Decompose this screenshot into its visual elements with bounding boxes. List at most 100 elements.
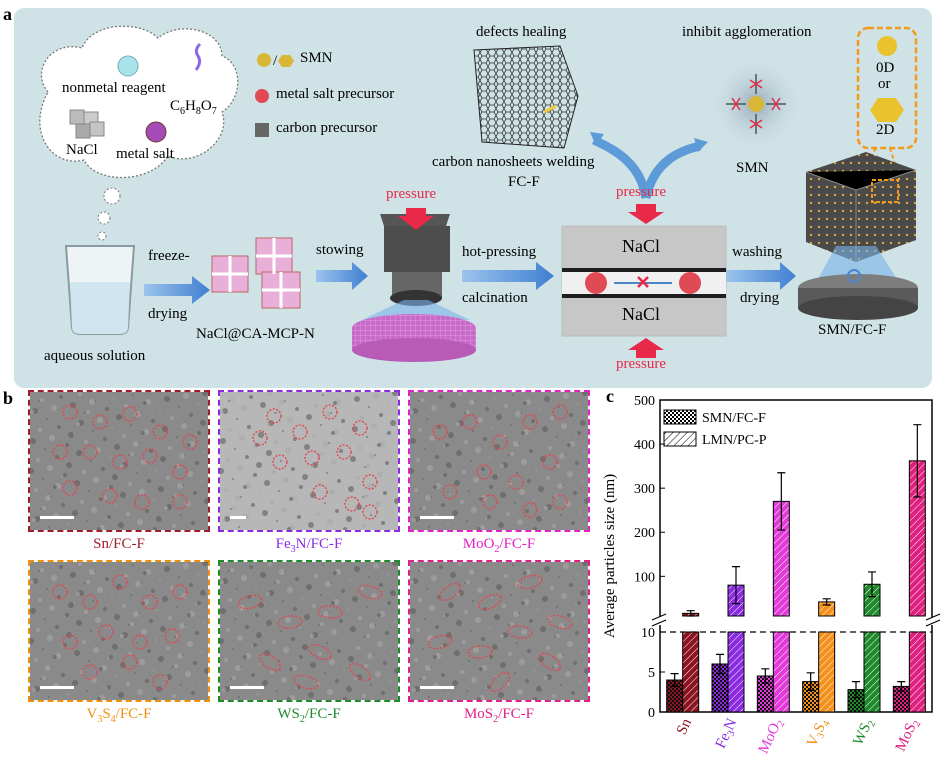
- label-drying: drying: [148, 306, 188, 322]
- particle-marker: [489, 671, 511, 693]
- error-bar: [761, 668, 770, 684]
- zero-d-sphere: [877, 36, 897, 56]
- y-tick-label: 100: [634, 570, 655, 585]
- particle-marker: [517, 574, 543, 590]
- tem-image-2: [218, 390, 400, 532]
- error-bar: [852, 681, 860, 699]
- particle-marker: [112, 574, 128, 590]
- label-calcination: calcination: [462, 290, 528, 306]
- tem-image-4: [28, 560, 210, 702]
- x-tick-label: V3S4: [805, 716, 834, 750]
- label-nacl: NaCl: [66, 142, 98, 158]
- arrow-hot-pressing: [462, 262, 554, 290]
- y-tick-label: 5: [648, 666, 655, 681]
- y-tick-label: 500: [634, 394, 655, 409]
- tem-image-6: [408, 560, 590, 702]
- label-pressure-top: pressure: [386, 186, 436, 202]
- error-bar: [686, 610, 695, 617]
- metal-salt-sphere: [145, 121, 167, 143]
- two-d-hexagon: [870, 98, 904, 122]
- particle-marker: [237, 594, 263, 610]
- scale-bar: [420, 516, 454, 519]
- particle-marker: [362, 504, 378, 520]
- label-defects-healing: defects healing: [476, 24, 567, 40]
- tem-caption-4: V3S4/FC-F: [86, 706, 152, 725]
- panel-label-b: b: [3, 388, 14, 408]
- particle-marker: [182, 434, 198, 450]
- tem-caption-1: Sn/FC-F: [93, 536, 145, 552]
- axis-break-gap: [654, 617, 938, 625]
- tem-caption-5: WS2/FC-F: [277, 706, 341, 725]
- y-tick-label: 0: [648, 706, 655, 721]
- label-nacl-bottom: NaCl: [622, 304, 660, 324]
- nacl-sandwich: [561, 225, 727, 337]
- label-carbon-welding: carbon nanosheets welding: [432, 154, 595, 170]
- particle-marker: [478, 593, 502, 611]
- label-smn-center: SMN: [736, 160, 769, 176]
- scale-bar: [420, 686, 454, 689]
- smn-fcf-cube: [798, 152, 918, 320]
- smn-hexagon-icon: [278, 55, 294, 67]
- y-tick-label: 10: [641, 626, 655, 641]
- arrow-freeze-drying: [144, 276, 210, 304]
- particle-marker: [542, 454, 558, 470]
- scale-bar: [230, 516, 246, 519]
- y-axis-label: Average particles size (nm): [602, 474, 618, 638]
- particle-marker: [266, 408, 282, 424]
- label-washing-drying: drying: [740, 290, 780, 306]
- particle-marker: [112, 454, 128, 470]
- scale-bar: [40, 516, 74, 519]
- smn-center-sphere: [748, 96, 764, 112]
- y-tick-label: 200: [634, 526, 655, 541]
- label-nonmetal-reagent: nonmetal reagent: [62, 80, 166, 96]
- x-tick-label: Fe3N: [713, 716, 742, 752]
- particle-marker: [492, 434, 508, 450]
- scale-bar: [40, 686, 74, 689]
- particle-marker: [362, 474, 378, 490]
- label-2d: 2D: [876, 122, 895, 138]
- particle-marker: [427, 634, 453, 650]
- axis-break-marks: [651, 613, 940, 627]
- particle-marker: [134, 494, 150, 510]
- particle-marker: [317, 605, 343, 619]
- tem-image-3: [408, 390, 590, 532]
- citric-acid-icon: [194, 42, 202, 71]
- legend-smn: SMN: [300, 50, 333, 66]
- particle-marker: [252, 430, 268, 446]
- particle-marker: [82, 444, 98, 460]
- arrow-to-defects: [591, 135, 651, 199]
- nacl-mcp-cubes: [211, 237, 301, 309]
- carbon-precursor-icon: [255, 123, 269, 137]
- particle-marker: [462, 414, 478, 430]
- particle-marker: [277, 615, 303, 629]
- panel-a-graphics: /: [39, 25, 918, 362]
- particle-marker: [508, 474, 524, 490]
- particle-marker: [308, 643, 332, 661]
- pressure-arrow-top: [398, 208, 434, 230]
- particle-marker: [52, 584, 68, 600]
- arrow-washing: [726, 262, 796, 290]
- particle-marker: [62, 634, 78, 650]
- particle-marker: [552, 494, 568, 510]
- x-tick-label: WS2: [851, 716, 879, 748]
- label-freeze: freeze-: [148, 248, 190, 264]
- particle-marker: [348, 662, 372, 682]
- bar-lmn-pcp-lower: [818, 631, 836, 713]
- particle-marker: [172, 464, 188, 480]
- y-tick-label: 300: [634, 482, 655, 497]
- particle-marker: [152, 674, 168, 690]
- arrow-to-agglomeration: [641, 141, 702, 200]
- label-0d: 0D: [876, 60, 895, 76]
- error-bar: [822, 598, 831, 606]
- error-bar: [806, 672, 815, 691]
- x-tick-label: MoS2: [893, 716, 924, 755]
- particle-marker: [507, 625, 533, 639]
- bar-lmn-pcp-lower: [772, 631, 790, 713]
- particle-marker: [522, 414, 538, 430]
- bar-lmn-pcp-lower: [727, 631, 745, 713]
- particle-marker: [82, 594, 98, 610]
- metal-precursor-icon: [255, 89, 269, 103]
- legend-metal-salt-precursor: metal salt precursor: [276, 86, 395, 102]
- particle-marker: [62, 480, 78, 496]
- tem-image-1: [28, 390, 210, 532]
